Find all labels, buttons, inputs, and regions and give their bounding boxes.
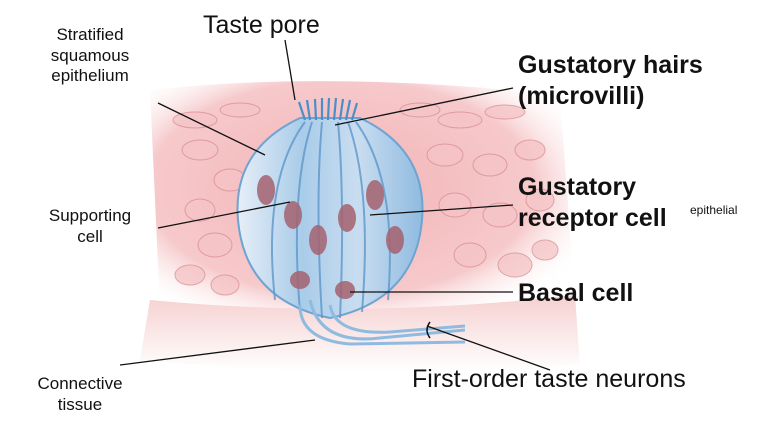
label-line: Gustatory hairs <box>518 51 703 79</box>
label-basal-cell: Basal cell <box>518 279 634 307</box>
label-connective-tissue: Connective tissue <box>30 374 130 415</box>
nerve-fibers <box>298 299 466 346</box>
label-line: Supporting <box>48 206 132 225</box>
label-supporting-cell: Supporting cell <box>35 206 145 247</box>
label-taste-pore: Taste pore <box>203 11 320 39</box>
label-gustatory-hairs: Gustatory hairs (microvilli) <box>518 50 703 111</box>
label-line: Connective <box>37 374 123 393</box>
taste-bud <box>236 97 466 346</box>
label-line: cell <box>77 226 103 246</box>
label-line: epithelium <box>51 66 129 86</box>
gustatory-hairs <box>297 97 359 121</box>
label-line: squamous <box>50 45 130 65</box>
label-line: tissue <box>57 394 103 414</box>
label-line: (microvilli) <box>518 81 645 110</box>
cell-nuclei <box>257 175 404 299</box>
label-epithelial-note: epithelial <box>690 203 738 217</box>
label-line: Stratified <box>56 25 124 44</box>
leader-lines <box>119 39 551 371</box>
label-first-order-taste-neurons: First-order taste neurons <box>412 365 686 393</box>
label-gustatory-receptor-cell: Gustatory receptor cell <box>518 172 667 233</box>
neuron-bracket <box>426 321 431 339</box>
label-line: Gustatory <box>518 173 637 201</box>
label-stratified-squamous-epithelium: Stratified squamous epithelium <box>40 25 140 87</box>
label-line: receptor cell <box>518 203 667 232</box>
